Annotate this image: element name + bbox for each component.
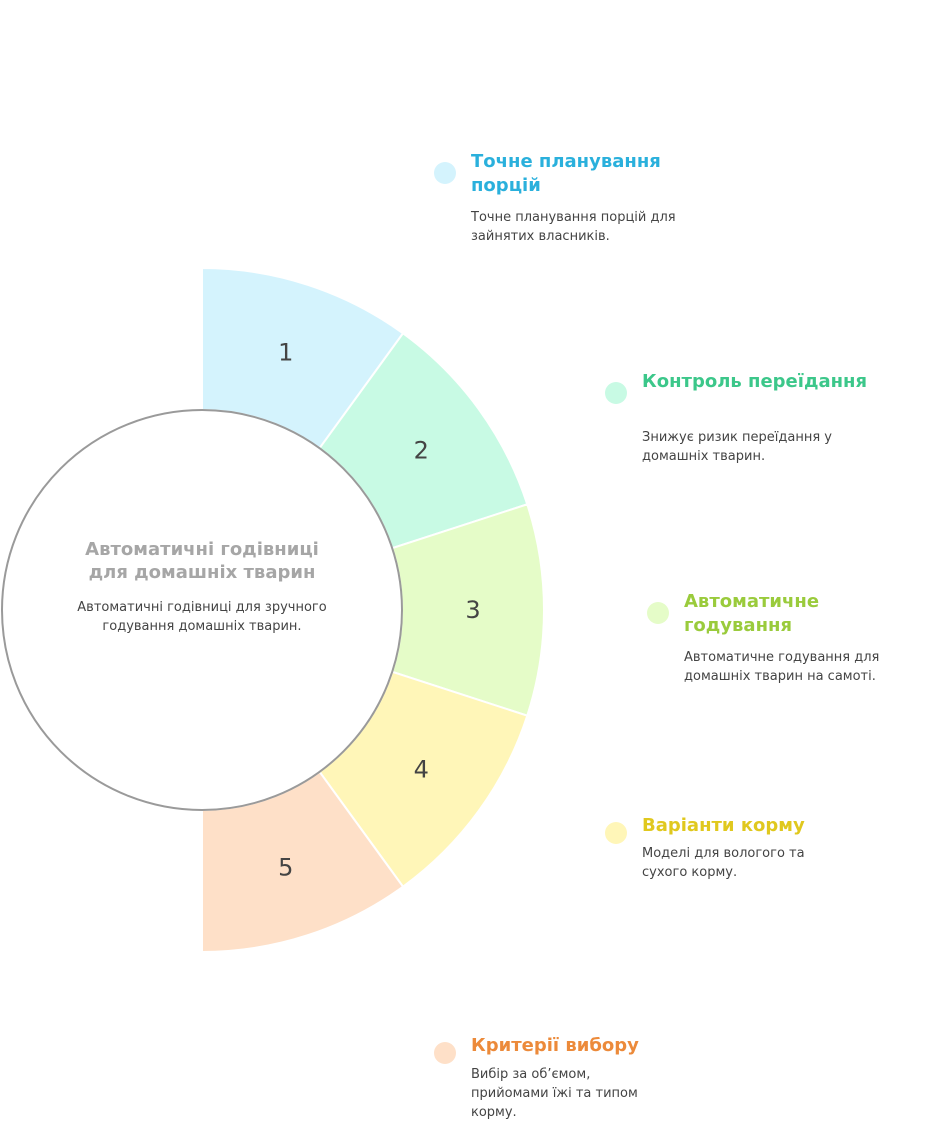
- item-description: Моделі для вологого та сухого корму.: [642, 846, 805, 880]
- item-description: Автоматичне годування для домашніх твари…: [684, 650, 880, 684]
- item-dot-icon: [647, 602, 669, 624]
- item-title: Контроль переїдання: [642, 371, 868, 392]
- item-title: Автоматичне годування: [684, 591, 820, 636]
- item-description: Точне планування порцій для зайнятих вла…: [471, 210, 676, 244]
- item-dot-icon: [605, 822, 627, 844]
- ring-segment-number: 1: [278, 338, 293, 366]
- center-title: Автоматичні годівниці для домашніх твари…: [85, 539, 319, 583]
- item-dot-icon: [605, 382, 627, 404]
- ring-segment-number: 5: [278, 854, 293, 882]
- item-dot-icon: [434, 1042, 456, 1064]
- item-title: Критерії вибору: [471, 1035, 639, 1056]
- ring-segment-number: 2: [414, 437, 429, 465]
- ring-segment-number: 3: [465, 596, 480, 624]
- item-description: Вибір за об’ємом, прийомами їжі та типом…: [471, 1067, 638, 1120]
- center-description: Автоматичні годівниці для зручного годув…: [77, 600, 327, 634]
- center-label: Автоматичні годівниці для домашніх твари…: [70, 538, 334, 636]
- ring-segments: 1 2 3 4 5: [201, 266, 545, 954]
- ring-segment-number: 4: [414, 755, 429, 783]
- item-dot-icon: [434, 162, 456, 184]
- item-description: Знижує ризик переїдання у домашніх твари…: [642, 430, 832, 464]
- item-title: Варіанти корму: [642, 815, 805, 836]
- item-title: Точне планування порцій: [471, 151, 661, 196]
- center-circle: [1, 409, 403, 811]
